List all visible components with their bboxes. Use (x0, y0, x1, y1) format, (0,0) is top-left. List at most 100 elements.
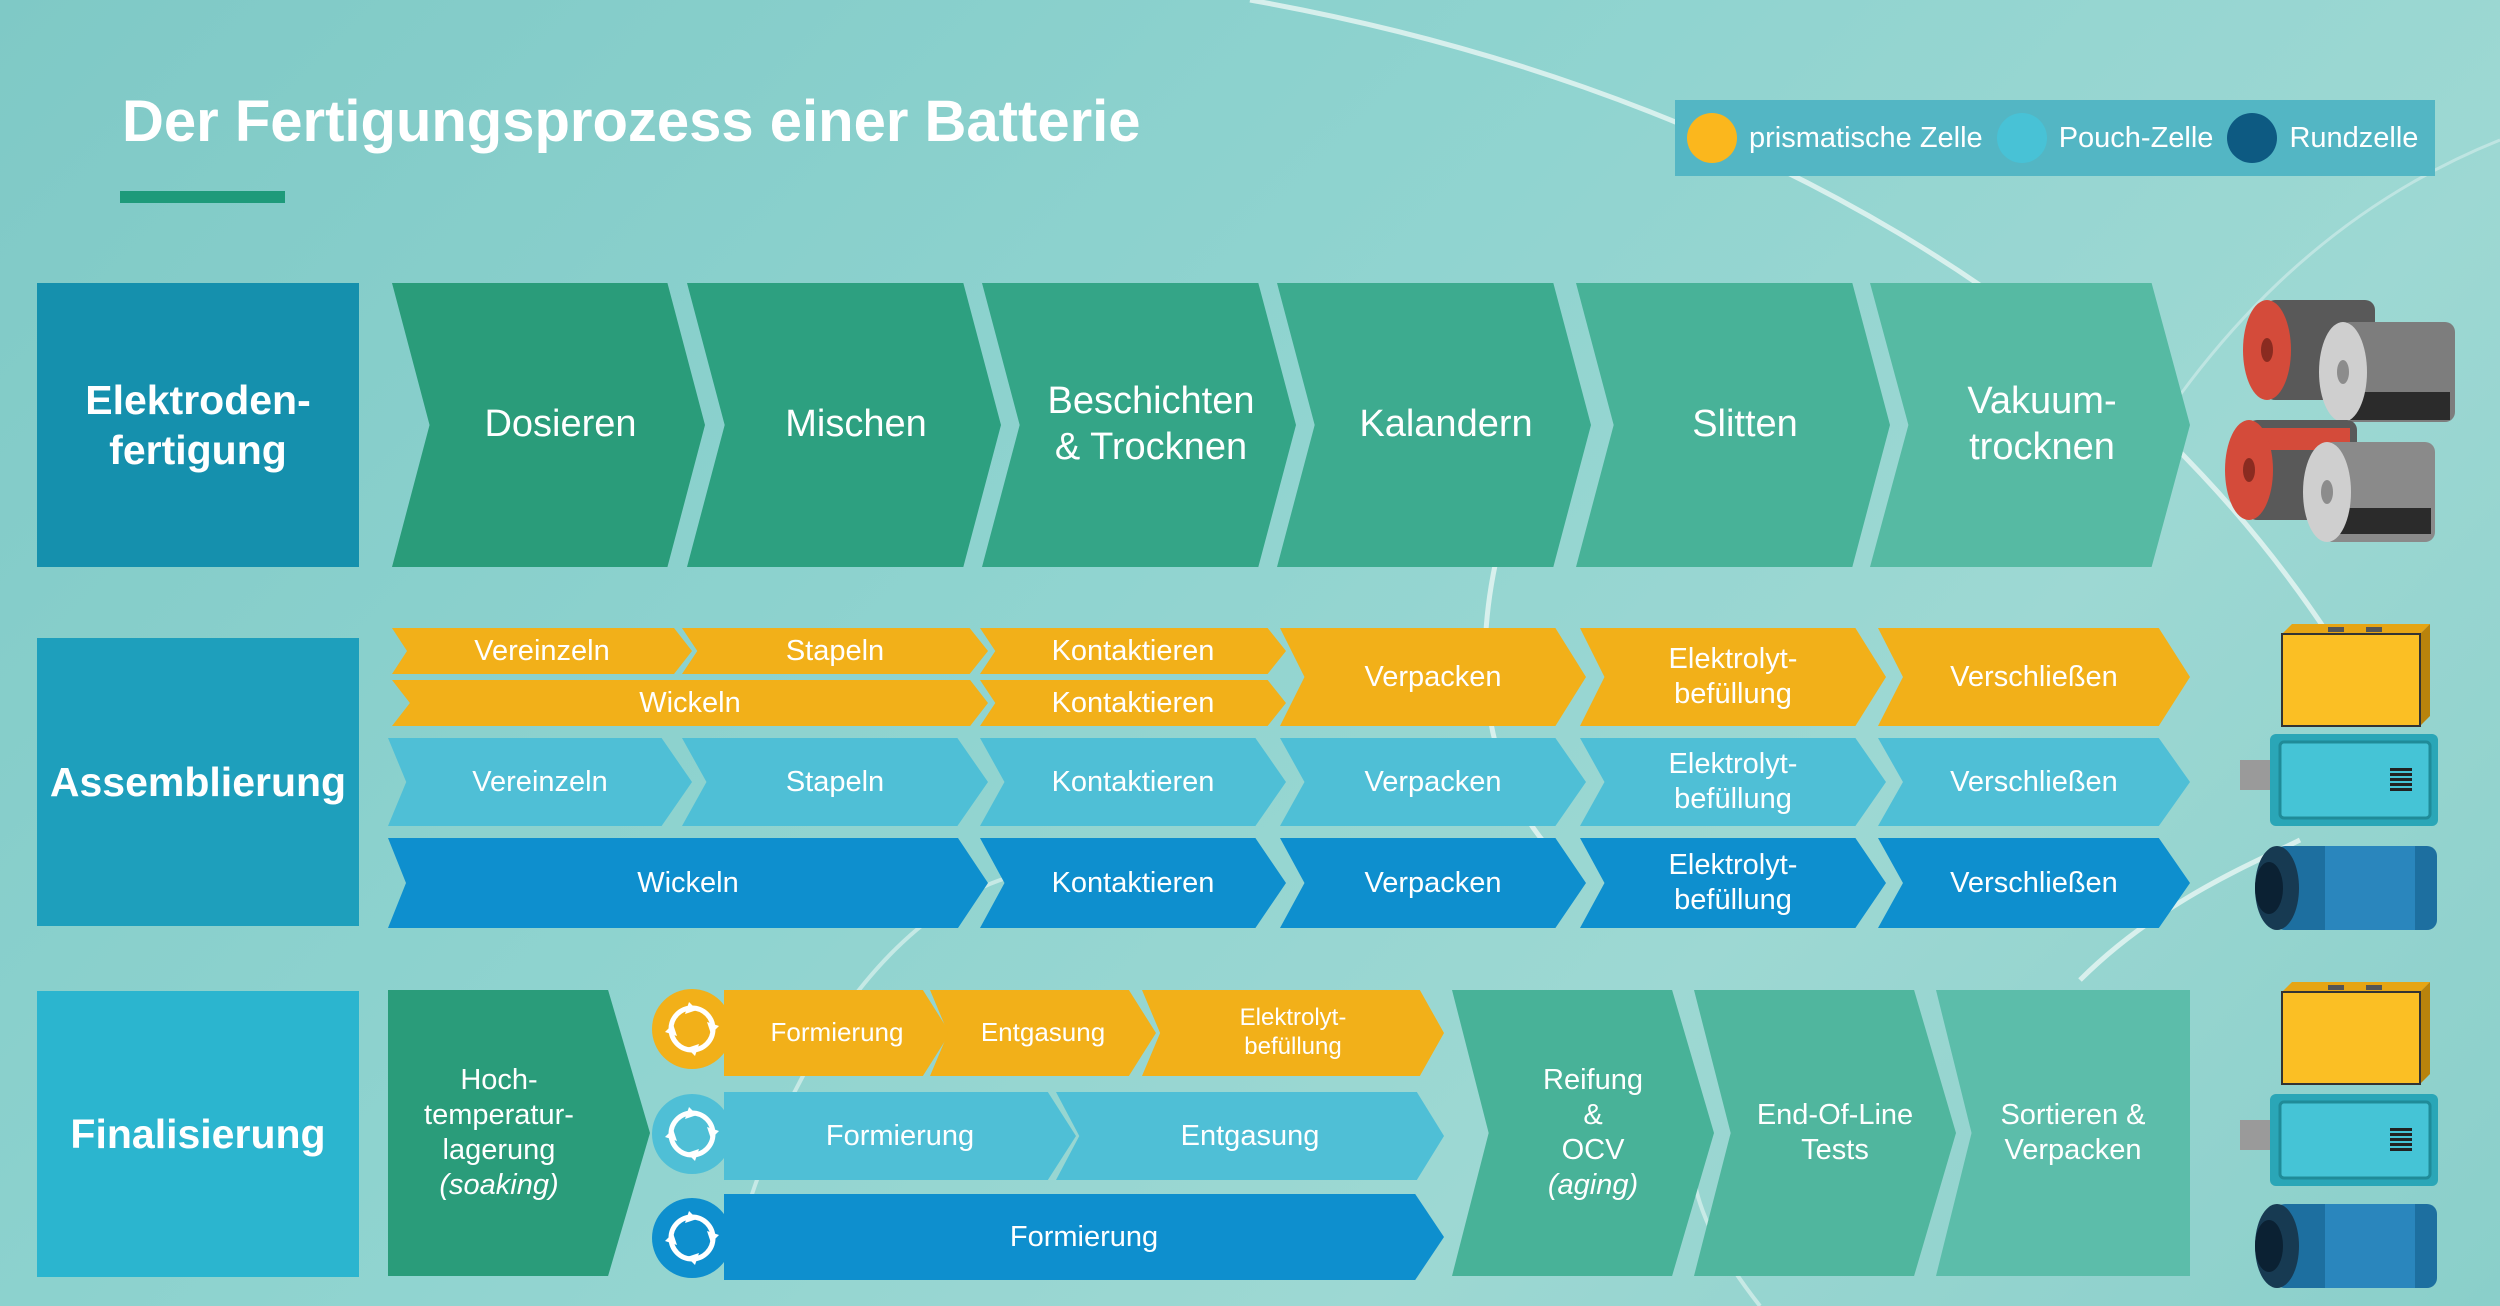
stage-label-finalisierung-text: Finalisierung (70, 1110, 326, 1157)
assembly-prismatic-wickeln: Wickeln (392, 680, 988, 726)
assembly-round-elektrolyt: Elektrolyt- befüllung (1580, 838, 1886, 928)
assembly-pouch-kontaktieren-label: Kontaktieren (1051, 765, 1215, 798)
stage-label-assemblierung-text: Assemblierung (49, 758, 347, 805)
legend-dot-round (2227, 113, 2278, 163)
legend: prismatische Zelle Pouch-Zelle Rundzelle (1675, 100, 2435, 176)
stage-label-elektrodenfertigung: Elektroden- fertigung (37, 283, 359, 567)
assembly-prismatic-vereinzeln: Vereinzeln (392, 628, 692, 674)
assembly-pouch-elektrolyt: Elektrolyt- befüllung (1580, 738, 1886, 826)
final-prismatic-formierung-label: Formierung (770, 1017, 904, 1048)
cycle-icon-pouch (652, 1094, 732, 1174)
stage-label-elektrodenfertigung-text: Elektroden- fertigung (85, 376, 311, 473)
step-dosieren-label: Dosieren (484, 403, 637, 446)
stage-label-assemblierung: Assemblierung (37, 638, 359, 926)
final-hochtemperaturlagerung-label: Hoch- temperatur- lagerung (424, 1064, 574, 1166)
assembly-prismatic-kontaktieren-stack: Kontaktieren (980, 628, 1286, 674)
final-round-formierung-label: Formierung (1009, 1220, 1159, 1253)
legend-label-pouch: Pouch-Zelle (2058, 121, 2214, 154)
assembly-round-kontaktieren-label: Kontaktieren (1051, 866, 1215, 899)
assembly-prismatic-verschliessen: Verschließen (1878, 628, 2190, 726)
legend-dot-pouch (1996, 113, 2047, 163)
assembly-round-elektrolyt-label: Elektrolyt- befüllung (1668, 849, 1798, 916)
final-prismatic-entgasung: Entgasung (930, 990, 1156, 1076)
step-mischen: Mischen (687, 283, 1001, 567)
assembly-pouch-cell-image (2240, 734, 2438, 826)
cycle-icon-prismatic (652, 989, 732, 1069)
step-vakuumtrocknen-label: Vakuum- trocknen (1967, 380, 2117, 468)
final-sortieren-verpacken-label: Sortieren & Verpacken (2000, 1099, 2146, 1166)
assembly-pouch-verschliessen-label: Verschließen (1950, 765, 2118, 798)
assembly-prismatic-verpacken-label: Verpacken (1364, 660, 1502, 693)
final-sortieren-verpacken: Sortieren & Verpacken (1936, 990, 2190, 1276)
assembly-round-verpacken-label: Verpacken (1364, 866, 1502, 899)
legend-item-pouch: Pouch-Zelle (1996, 113, 2214, 163)
assembly-pouch-vereinzeln-label: Vereinzeln (472, 765, 608, 798)
final-reifung-ocv: Reifung & OCV (aging) (1452, 990, 1714, 1276)
stage-label-finalisierung: Finalisierung (37, 991, 359, 1277)
final-prismatic-elektrolyt-label: Elektrolyt- befüllung (1239, 1004, 1347, 1060)
legend-dot-prismatic (1687, 113, 1737, 163)
legend-label-round: Rundzelle (2289, 121, 2419, 154)
assembly-prismatic-verpacken: Verpacken (1280, 628, 1586, 726)
cycle-arrows-icon (665, 1211, 719, 1265)
final-hochtemperaturlagerung-text: Hoch- temperatur- lagerung (soaking) (424, 1063, 574, 1202)
assembly-prismatic-stapeln-label: Stapeln (785, 634, 885, 667)
assembly-round-verschliessen-label: Verschließen (1950, 866, 2118, 899)
final-hochtemperaturlagerung: Hoch- temperatur- lagerung (soaking) (388, 990, 650, 1276)
legend-label-prismatic: prismatische Zelle (1749, 121, 1983, 154)
final-end-of-line-tests: End-Of-Line Tests (1694, 990, 1956, 1276)
assembly-prismatic-kontaktieren-wind-label: Kontaktieren (1051, 686, 1215, 719)
assembly-prismatic-elektrolyt: Elektrolyt- befüllung (1580, 628, 1886, 726)
electrode-coil-rolls-image (2225, 300, 2455, 542)
assembly-prismatic-wickeln-label: Wickeln (639, 686, 741, 719)
final-reifung-ocv-label: Reifung & OCV (1543, 1064, 1643, 1166)
final-prismatic-entgasung-label: Entgasung (980, 1017, 1106, 1048)
page-title: Der Fertigungsprozess einer Batterie (122, 89, 1141, 154)
assembly-pouch-verschliessen: Verschließen (1878, 738, 2190, 826)
assembly-pouch-verpacken: Verpacken (1280, 738, 1586, 826)
final-pouch-entgasung-label: Entgasung (1180, 1119, 1320, 1152)
step-dosieren: Dosieren (392, 283, 705, 567)
step-kalandern: Kalandern (1277, 283, 1591, 567)
final-pouch-cell-image (2240, 1094, 2438, 1186)
assembly-prismatic-elektrolyt-label: Elektrolyt- befüllung (1668, 643, 1798, 710)
assembly-round-verpacken: Verpacken (1280, 838, 1586, 928)
assembly-pouch-stapeln: Stapeln (682, 738, 988, 826)
cycle-icon-round (652, 1198, 732, 1278)
step-vakuumtrocknen: Vakuum- trocknen (1870, 283, 2190, 567)
final-pouch-formierung-label: Formierung (825, 1119, 975, 1152)
assembly-round-wickeln: Wickeln (388, 838, 988, 928)
step-slitten-label: Slitten (1692, 403, 1798, 446)
title-underline (120, 191, 285, 203)
step-beschichten-trocknen: Beschichten & Trocknen (982, 283, 1296, 567)
cycle-arrows-icon (665, 1107, 719, 1161)
final-round-formierung: Formierung (724, 1194, 1444, 1280)
step-kalandern-label: Kalandern (1359, 403, 1533, 446)
assembly-pouch-vereinzeln: Vereinzeln (388, 738, 692, 826)
legend-item-round: Rundzelle (2227, 113, 2418, 163)
step-slitten: Slitten (1576, 283, 1890, 567)
legend-item-prismatic: prismatische Zelle (1687, 113, 1983, 163)
final-reifung-ocv-text: Reifung & OCV (aging) (1543, 1063, 1643, 1202)
assembly-round-wickeln-label: Wickeln (637, 866, 739, 899)
assembly-prismatic-vereinzeln-label: Vereinzeln (474, 634, 610, 667)
assembly-pouch-stapeln-label: Stapeln (785, 765, 885, 798)
assembly-pouch-verpacken-label: Verpacken (1364, 765, 1502, 798)
assembly-round-cell-image (2255, 846, 2437, 930)
final-aging-label: (aging) (1547, 1168, 1639, 1201)
assembly-round-verschliessen: Verschließen (1878, 838, 2190, 928)
final-prismatic-formierung: Formierung (724, 990, 950, 1076)
final-pouch-entgasung: Entgasung (1056, 1092, 1444, 1180)
assembly-pouch-elektrolyt-label: Elektrolyt- befüllung (1668, 748, 1798, 815)
final-soaking-label: (soaking) (439, 1168, 559, 1201)
assembly-prismatic-stapeln: Stapeln (682, 628, 988, 674)
final-end-of-line-tests-label: End-Of-Line Tests (1756, 1099, 1914, 1166)
assembly-prismatic-kontaktieren-stack-label: Kontaktieren (1051, 634, 1215, 667)
assembly-prismatic-verschliessen-label: Verschließen (1950, 660, 2118, 693)
assembly-prismatic-cell-image (2281, 624, 2430, 727)
step-mischen-label: Mischen (785, 403, 927, 446)
final-round-cell-image (2255, 1204, 2437, 1288)
assembly-prismatic-kontaktieren-wind: Kontaktieren (980, 680, 1286, 726)
assembly-round-kontaktieren: Kontaktieren (980, 838, 1286, 928)
